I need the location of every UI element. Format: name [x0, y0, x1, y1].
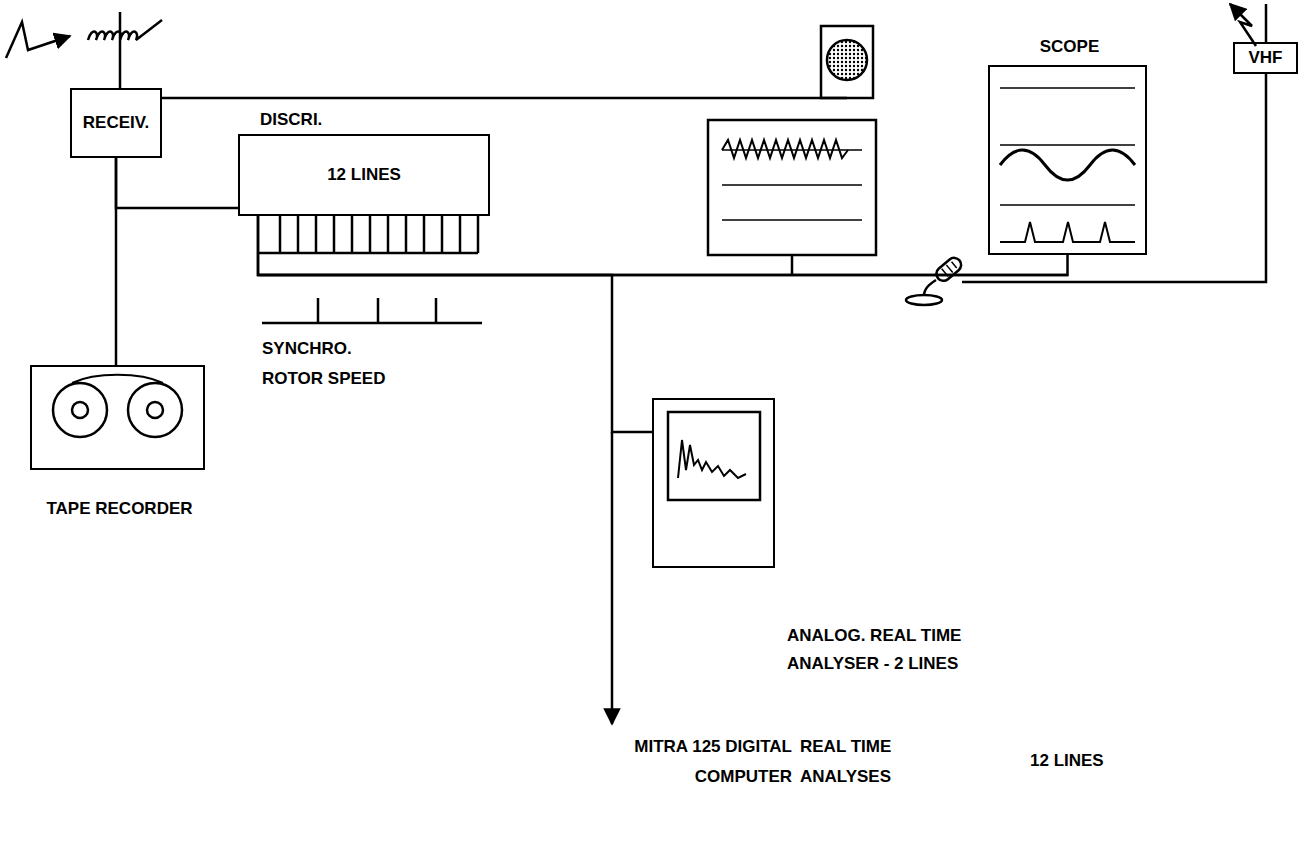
tape-recorder-box: TAPE RECORDER [30, 365, 205, 470]
sync-pulses [262, 298, 482, 323]
scope-sine [1000, 150, 1135, 180]
microphone-head [934, 255, 964, 284]
output-line [333, 216, 336, 253]
chart-recorder-box [708, 120, 876, 255]
chart-line [722, 219, 862, 221]
output-line [297, 216, 300, 253]
heading-label: SCOPE [990, 33, 1149, 61]
analyser-screen [668, 412, 760, 500]
heading-label: ANALOG. REAL TIME ANALYSER - 2 LINES [787, 622, 1002, 678]
tape-hub [147, 402, 163, 418]
chart-trace [722, 140, 848, 158]
vhf-box: VHF [1233, 42, 1298, 74]
output-line [405, 216, 408, 253]
signal-label: SYNCHRO. ROTOR SPEED [262, 334, 412, 394]
spectrum-trace [678, 440, 746, 478]
microphone-stem [924, 280, 936, 296]
antenna-coil [88, 20, 162, 40]
tape-reel [53, 383, 107, 437]
speaker-box [821, 26, 873, 98]
box-label: VHF [1249, 47, 1283, 69]
tape-reel [128, 383, 182, 437]
tape-strip [72, 375, 163, 383]
output-line [369, 216, 372, 253]
speaker-cone [827, 40, 867, 80]
box-label: RECEIV. [83, 112, 149, 134]
chart-line [722, 184, 862, 186]
output-line [279, 216, 282, 253]
output-line [441, 216, 444, 253]
discriminator-box: DISCRI.12 LINES [238, 134, 490, 216]
output-line [387, 216, 390, 253]
connector-line [116, 158, 238, 208]
line-count-label: 12 LINES [1030, 746, 1140, 776]
output-bus [258, 252, 478, 255]
output-line [351, 216, 354, 253]
discriminator-outputs [280, 216, 478, 253]
scope-line [1000, 204, 1135, 206]
box-label: 12 LINES [327, 164, 401, 186]
output-line [423, 216, 426, 253]
heading-label: TAPE RECORDER [7, 495, 232, 523]
chart-wire [791, 255, 794, 275]
outgoing-signal-arrow [1230, 4, 1256, 46]
microphone-wire [962, 74, 1266, 282]
scope-box: SCOPE [988, 65, 1147, 255]
microphone-base [906, 295, 942, 305]
chart-line [722, 149, 862, 151]
computer-arrow [611, 432, 614, 724]
connector-line [258, 216, 652, 432]
speaker-wire [162, 97, 847, 100]
connector-line [258, 216, 1068, 275]
output-line [315, 216, 318, 253]
output-line [477, 216, 480, 253]
analysis-label: REAL TIME ANALYSES [800, 732, 950, 792]
heading-label: DISCRI. [260, 106, 400, 134]
computer-label: MITRA 125 DIGITAL COMPUTER [560, 732, 792, 792]
scope-line [1000, 87, 1135, 89]
scope-line [1000, 144, 1135, 146]
vhf-antenna [1265, 4, 1268, 42]
tape-hub [72, 402, 88, 418]
incoming-signal-arrow [6, 22, 70, 58]
output-line [459, 216, 462, 253]
scope-pulses [1000, 222, 1135, 242]
analyser-box: ANALOG. REAL TIME ANALYSER - 2 LINES [652, 398, 775, 568]
receiver-box: RECEIV. [70, 88, 162, 158]
antenna-mast [119, 12, 122, 88]
